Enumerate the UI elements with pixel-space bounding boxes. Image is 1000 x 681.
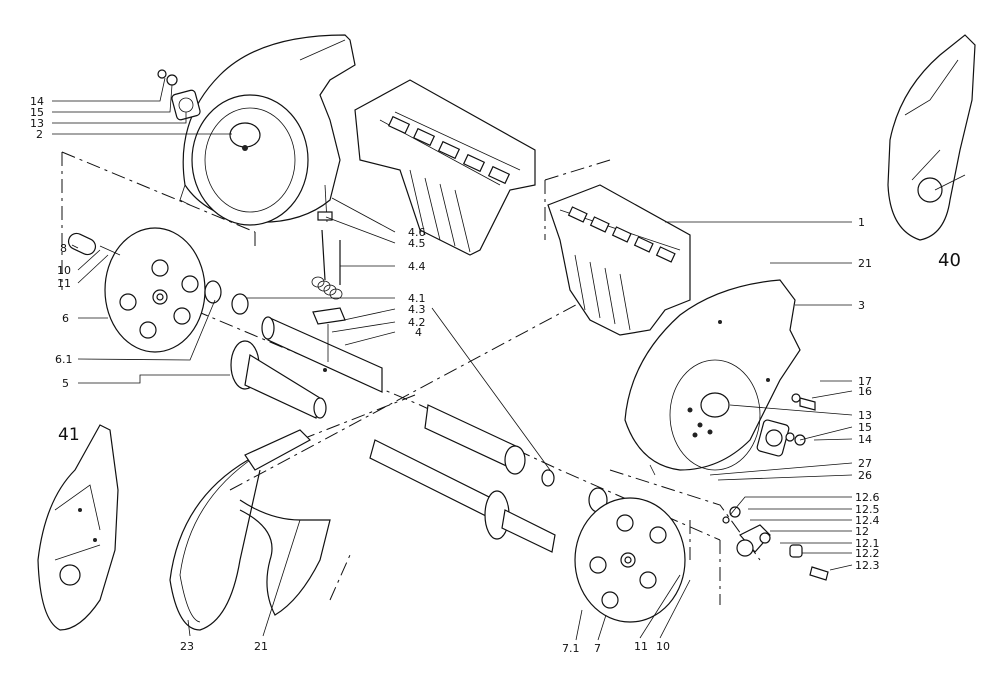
callout-41: 41 xyxy=(58,425,80,445)
callout-23: 23 xyxy=(180,640,194,653)
comb-upper xyxy=(354,79,536,256)
disc-right xyxy=(574,497,686,623)
housing-left xyxy=(179,34,356,226)
callout-7-1: 7.1 xyxy=(562,642,580,655)
bolt-set-left xyxy=(157,69,201,121)
callout-40: 40 xyxy=(938,250,961,271)
housing-right xyxy=(624,279,801,476)
callout-21a: 21 xyxy=(858,257,872,270)
callout-10a: 10 xyxy=(57,264,71,277)
callout-13b: 13 xyxy=(858,409,872,422)
callout-14b: 14 xyxy=(858,433,872,446)
bushings-left xyxy=(204,280,249,315)
callout-12: 12 xyxy=(855,525,869,538)
callout-12-5: 12.5 xyxy=(855,503,880,516)
callout-1: 1 xyxy=(858,216,865,229)
callout-27: 27 xyxy=(858,457,872,470)
leader-lines xyxy=(52,77,853,641)
comb-right xyxy=(547,184,691,336)
callout-15b: 15 xyxy=(858,421,872,434)
callout-3: 3 xyxy=(858,299,865,312)
callout-21b: 21 xyxy=(254,640,268,653)
callout-4-6: 4.6 xyxy=(408,226,426,239)
callout-14a: 14 xyxy=(30,95,44,108)
lever-12 xyxy=(722,506,829,581)
callout-2: 2 xyxy=(36,128,43,141)
shaft-left xyxy=(230,340,327,419)
callout-4: 4 xyxy=(415,326,422,339)
callout-26: 26 xyxy=(858,469,872,482)
callout-6-1: 6.1 xyxy=(55,353,73,366)
callout-4-2: 4.2 xyxy=(408,316,426,329)
callout-12-4: 12.4 xyxy=(855,514,880,527)
callout-5: 5 xyxy=(62,377,69,390)
callout-16: 16 xyxy=(858,385,872,398)
callout-11a: 11 xyxy=(57,277,71,290)
callout-4-4: 4.4 xyxy=(408,260,426,273)
callout-12-6: 12.6 xyxy=(855,491,880,504)
callout-10b: 10 xyxy=(656,640,670,653)
callout-17: 17 xyxy=(858,375,872,388)
pin-8 xyxy=(67,232,121,256)
belt-23 xyxy=(169,429,311,631)
callout-12-3: 12.3 xyxy=(855,559,880,572)
belt-21 xyxy=(239,499,331,616)
callout-4-3: 4.3 xyxy=(408,303,426,316)
spring-assembly xyxy=(311,184,346,362)
callout-4-5: 4.5 xyxy=(408,237,426,250)
tube-4 xyxy=(261,316,383,393)
callout-6: 6 xyxy=(62,312,69,325)
callout-11b: 11 xyxy=(634,640,648,653)
callout-labels: 14 15 13 2 8 10 11 6 6.1 5 4.6 4.5 4.4 4… xyxy=(30,95,961,655)
disc-left xyxy=(104,227,206,353)
callout-12-1: 12.1 xyxy=(855,537,880,550)
bearing-right xyxy=(756,393,816,457)
callout-12-2: 12.2 xyxy=(855,547,880,560)
inset-41 xyxy=(37,424,119,631)
callout-13a: 13 xyxy=(30,117,44,130)
callout-8: 8 xyxy=(60,242,67,255)
callout-7: 7 xyxy=(594,642,601,655)
inset-40 xyxy=(887,34,976,241)
callout-15a: 15 xyxy=(30,106,44,119)
callout-4-1: 4.1 xyxy=(408,292,426,305)
shaft-right xyxy=(369,404,608,553)
